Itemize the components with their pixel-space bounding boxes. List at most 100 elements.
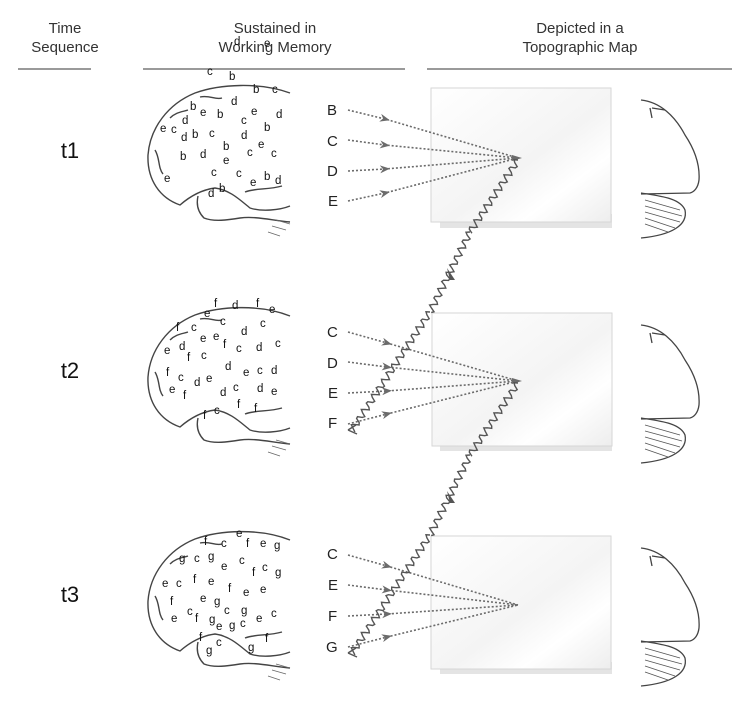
- memory-letter-t3: c: [271, 608, 277, 620]
- row1-item-4: E: [328, 193, 339, 210]
- header-time-line2: Sequence: [31, 39, 99, 56]
- memory-letter-t3: f: [195, 613, 199, 625]
- arrows-t2: [347, 331, 519, 425]
- header-map-line1: Depicted in a: [536, 20, 624, 37]
- time-label-t1: t1: [60, 138, 80, 163]
- row3-item-1: C: [327, 546, 338, 563]
- header-working-memory: Sustained in Working Memory: [140, 19, 410, 57]
- header-rule-time: [18, 68, 91, 70]
- memory-letter-t1: d: [275, 175, 281, 187]
- arrow-t1-D: [347, 157, 519, 174]
- memory-letter-t2: f: [176, 322, 180, 334]
- memory-letter-t2: c: [275, 338, 281, 350]
- memory-letter-t2: e: [200, 333, 206, 345]
- wave-t1-down: [468, 159, 519, 234]
- memory-letter-t3: e: [216, 621, 222, 633]
- arrows-t1: [347, 109, 519, 202]
- wave-t2-cross: [350, 311, 431, 433]
- arrow-t2-F: [347, 380, 519, 425]
- memory-letter-t3: f: [265, 633, 269, 645]
- row2-item-3: E: [328, 385, 339, 402]
- memory-letter-t1: c: [171, 124, 177, 136]
- arrow-t2-D: [347, 361, 519, 382]
- memory-letter-t2: f: [183, 390, 187, 402]
- row1-item-3: D: [327, 163, 338, 180]
- memory-letter-t3: g: [248, 642, 254, 654]
- wave-t1-to-t2: [428, 231, 472, 314]
- memory-letter-t3: c: [216, 637, 222, 649]
- memory-letter-t1: c: [272, 84, 278, 96]
- memory-letter-t1: c: [247, 147, 253, 159]
- memory-letter-t2: c: [257, 365, 263, 377]
- memory-letter-t2: c: [201, 350, 207, 362]
- row1-item-2: C: [327, 133, 338, 150]
- memory-letter-t1: c: [209, 128, 215, 140]
- memory-letter-t2: e: [243, 367, 249, 379]
- memory-letter-t1: d: [182, 115, 188, 127]
- memory-letter-t1: d: [181, 132, 187, 144]
- memory-letter-t3: e: [256, 613, 262, 625]
- memory-letter-t2: d: [241, 326, 247, 338]
- row2-item-1: C: [327, 324, 338, 341]
- brain-right-t3: [640, 547, 700, 687]
- arrow-t3-C: [347, 554, 519, 606]
- memory-letter-t2: e: [213, 331, 219, 343]
- brain-left-t2: [147, 306, 291, 457]
- memory-letter-t3: f: [204, 536, 208, 548]
- wave-end-arrow-t3: [347, 647, 358, 658]
- memory-letter-t3: e: [221, 561, 227, 573]
- memory-letter-t3: e: [208, 576, 214, 588]
- header-rule-map: [427, 68, 732, 70]
- memory-letter-t1: e: [250, 177, 256, 189]
- memory-letter-t2: e: [204, 308, 210, 320]
- memory-letter-t2: f: [254, 403, 258, 415]
- memory-letter-t3: c: [194, 553, 200, 565]
- memory-letter-t3: c: [239, 555, 245, 567]
- memory-letter-t1: e: [223, 155, 229, 167]
- memory-letter-t1: d: [234, 36, 240, 48]
- time-label-t2: t2: [60, 358, 80, 383]
- memory-letter-t1: c: [211, 167, 217, 179]
- row3-item-4: G: [326, 639, 338, 656]
- map-paper-t1: [430, 87, 612, 228]
- arrow-t1-B: [347, 109, 519, 159]
- row1-item-1: B: [327, 102, 338, 119]
- memory-letter-t3: e: [243, 587, 249, 599]
- memory-letter-t3: c: [240, 618, 246, 630]
- memory-letter-t2: e: [271, 386, 277, 398]
- memory-letter-t1: e: [164, 173, 170, 185]
- arrow-t1-C: [347, 139, 519, 159]
- memory-letter-t1: d: [231, 96, 237, 108]
- memory-letter-t2: e: [164, 345, 170, 357]
- memory-letter-t3: e: [260, 538, 266, 550]
- arrow-t3-E: [347, 584, 519, 606]
- memory-letter-t2: f: [214, 298, 218, 310]
- memory-letter-t3: g: [275, 567, 281, 579]
- row2-item-4: F: [328, 415, 338, 432]
- memory-letter-t3: g: [206, 645, 212, 657]
- memory-letter-t2: f: [166, 367, 170, 379]
- row3-item-3: F: [328, 608, 338, 625]
- header-topographic-map: Depicted in a Topographic Map: [430, 19, 730, 57]
- memory-letter-t2: d: [271, 365, 277, 377]
- memory-letter-t3: e: [171, 613, 177, 625]
- memory-letter-t1: b: [217, 109, 223, 121]
- memory-letter-t2: e: [269, 304, 275, 316]
- brain-right-t2: [640, 324, 700, 464]
- header-map-line2: Topographic Map: [522, 39, 638, 56]
- memory-letter-t2: c: [233, 382, 239, 394]
- memory-letter-t2: f: [187, 352, 191, 364]
- memory-letter-t2: f: [256, 298, 260, 310]
- memory-letter-t2: c: [214, 405, 220, 417]
- memory-letter-t1: e: [264, 38, 270, 50]
- memory-letter-t3: f: [199, 632, 203, 644]
- wave-t2-down: [468, 382, 519, 457]
- memory-letter-t1: e: [200, 107, 206, 119]
- memory-letter-t3: c: [187, 606, 193, 618]
- memory-letter-t1: b: [223, 141, 229, 153]
- memory-letter-t3: g: [241, 605, 247, 617]
- brain-right-t1: [640, 99, 700, 239]
- memory-letter-t2: d: [256, 342, 262, 354]
- memory-letter-t3: c: [224, 605, 230, 617]
